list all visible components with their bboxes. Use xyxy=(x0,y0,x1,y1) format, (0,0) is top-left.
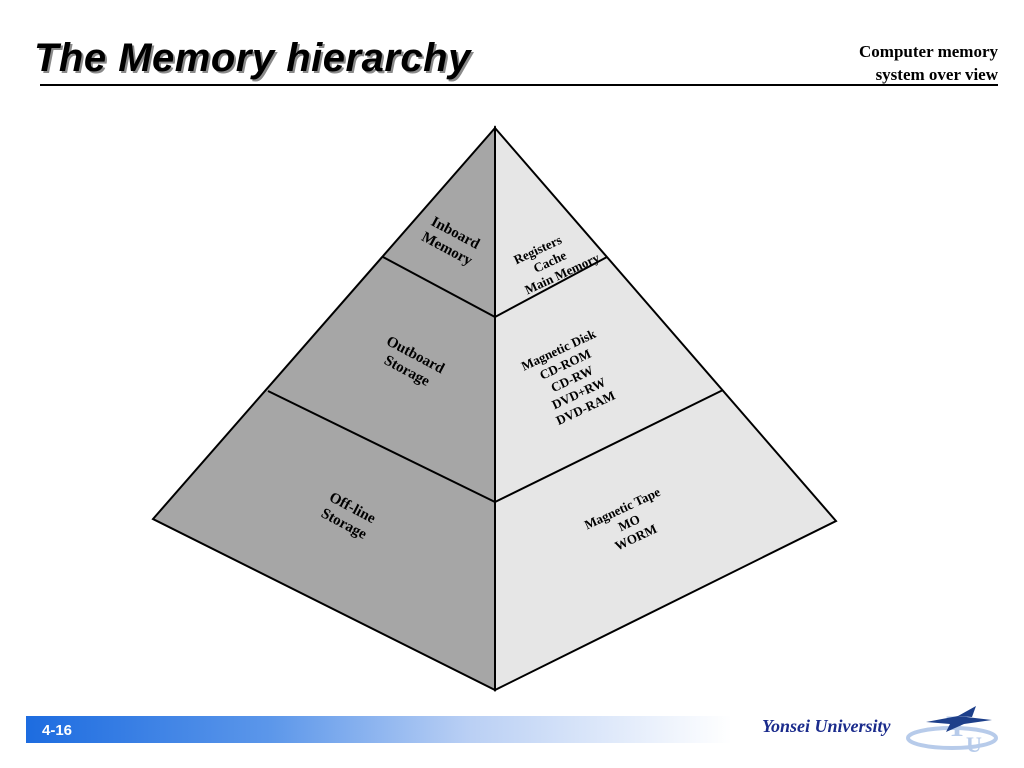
divider-outboard-right xyxy=(494,389,724,503)
university-logo-icon: Y U xyxy=(906,706,998,756)
pyramid-left-face xyxy=(151,125,496,692)
footer-bar xyxy=(26,716,1006,743)
section-label-line-2: system over view xyxy=(875,65,998,84)
svg-text:U: U xyxy=(966,732,982,756)
divider-outboard-left xyxy=(267,390,496,503)
title-underline xyxy=(40,84,998,86)
section-label: Computer memory system over view xyxy=(859,40,998,86)
slide-number: 4-16 xyxy=(42,722,73,739)
divider-inboard-left xyxy=(382,256,496,318)
section-label-line-1: Computer memory xyxy=(859,42,998,61)
slide-title: The Memory hierarchy xyxy=(34,36,471,80)
university-name: Yonsei University xyxy=(762,716,891,736)
pyramid-right-face xyxy=(494,125,838,692)
divider-inboard-right xyxy=(494,256,608,318)
